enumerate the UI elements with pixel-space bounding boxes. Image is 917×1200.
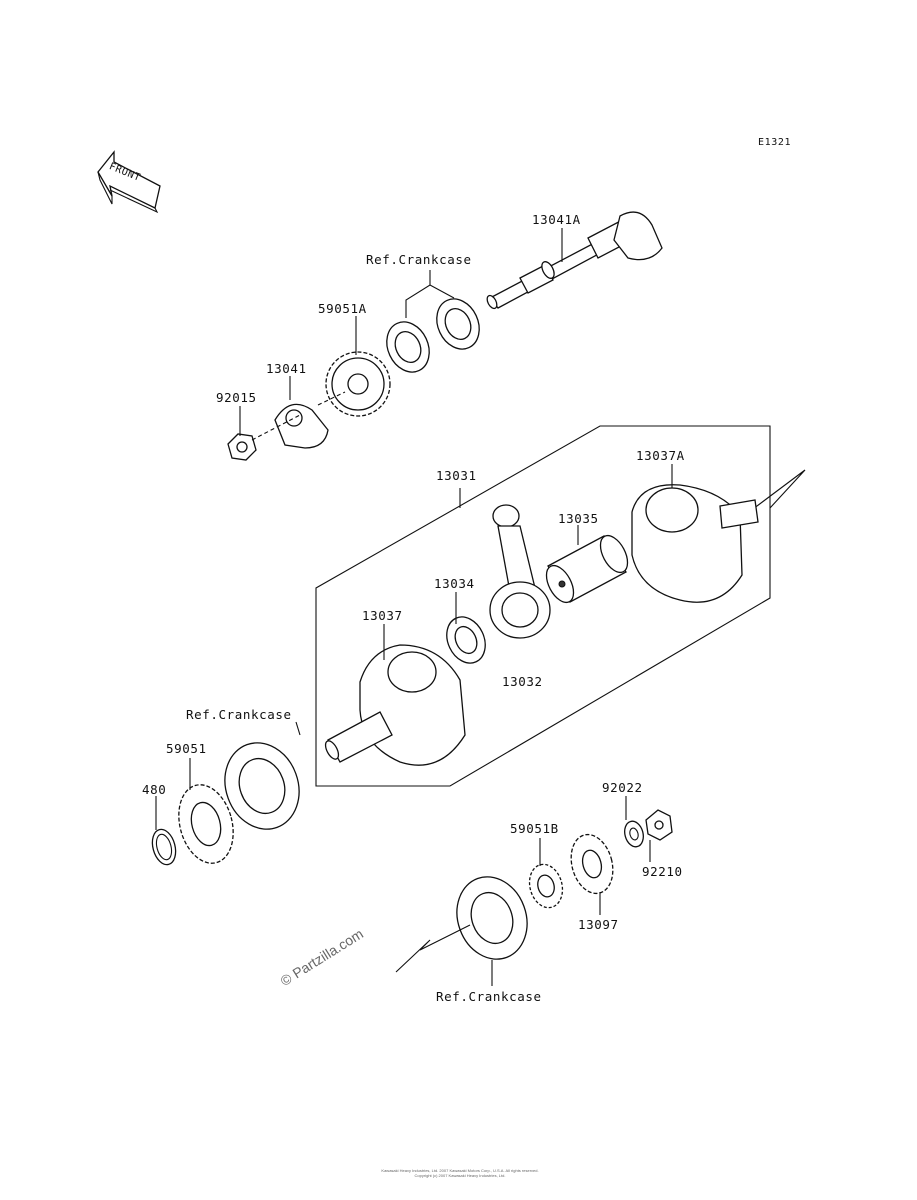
crank-half-13037: [324, 644, 466, 766]
footer-legal: Kawasaki Heavy Industries, Ltd. 2007 Kaw…: [330, 1168, 590, 1178]
part-label-59051[interactable]: 59051: [166, 741, 207, 756]
needle-bearing-13034: [446, 616, 486, 664]
front-arrow-icon: [97, 150, 161, 214]
part-label-59051b[interactable]: 59051B: [510, 821, 559, 836]
crank-pin-13035: [545, 534, 629, 604]
crank-half-13037a: [631, 484, 759, 603]
part-label-480[interactable]: 480: [142, 782, 167, 797]
upper-bearing-right: [436, 298, 480, 350]
part-label-13041[interactable]: 13041: [266, 361, 307, 376]
footer-line-2: Copyright (c) 2007 Kawasaki Heavy Indust…: [414, 1173, 506, 1178]
diagram-code: E1321: [758, 137, 792, 148]
part-label-13035[interactable]: 13035: [558, 511, 599, 526]
part-label-ref-crankcase-bottom[interactable]: Ref.Crankcase: [436, 989, 542, 1004]
part-label-92015[interactable]: 92015: [216, 390, 257, 405]
part-label-92210[interactable]: 92210: [642, 864, 683, 879]
part-label-13034[interactable]: 13034: [434, 576, 475, 591]
part-label-13037a[interactable]: 13037A: [636, 448, 685, 463]
nut-92015: [227, 433, 257, 461]
nut-92210: [645, 809, 673, 841]
balancer-shaft: [486, 211, 663, 310]
part-label-13032[interactable]: 13032: [502, 674, 543, 689]
connecting-rod-13032: [489, 504, 551, 639]
gear-13097: [570, 833, 614, 895]
part-label-13097[interactable]: 13097: [578, 917, 619, 932]
part-label-ref-crankcase-left[interactable]: Ref.Crankcase: [186, 707, 292, 722]
part-label-92022[interactable]: 92022: [602, 780, 643, 795]
part-label-13041a[interactable]: 13041A: [532, 212, 581, 227]
gear-59051a: [325, 351, 391, 417]
footer-line-1: Kawasaki Heavy Industries, Ltd. 2007 Kaw…: [381, 1168, 539, 1173]
part-label-59051a[interactable]: 59051A: [318, 301, 367, 316]
gear-59051b: [528, 863, 564, 909]
part-label-13031[interactable]: 13031: [436, 468, 477, 483]
circlip-480: [151, 828, 177, 866]
bearing-lower-left: [224, 742, 300, 830]
part-label-13037[interactable]: 13037: [362, 608, 403, 623]
balancer-weight: [274, 403, 329, 449]
upper-bearing-left: [386, 321, 430, 373]
bearing-bottom: [456, 876, 528, 960]
part-label-ref-crankcase-top[interactable]: Ref.Crankcase: [366, 252, 472, 267]
gear-59051: [178, 784, 234, 864]
washer-92022: [624, 820, 644, 848]
